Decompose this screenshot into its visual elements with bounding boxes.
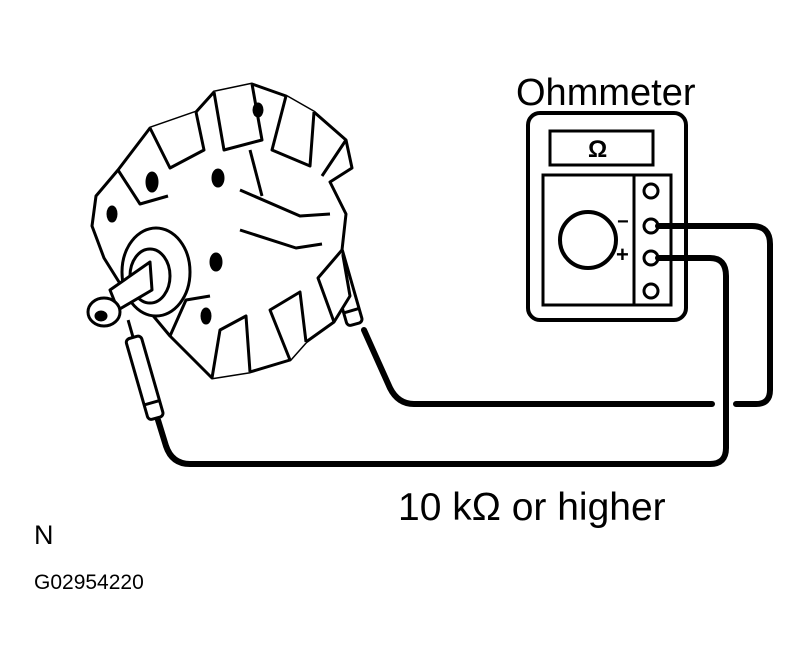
ohmmeter [526, 111, 688, 322]
figure-letter: N [34, 520, 54, 550]
rotor-claw-2 [212, 83, 264, 152]
rotor-slot-3 [209, 252, 223, 272]
terminal-minus-label: − [617, 211, 629, 233]
test-leads [155, 223, 773, 467]
ohmmeter-case [526, 111, 688, 322]
ohmmeter-display-symbol: Ω [588, 136, 608, 163]
lead-minus-outer [655, 223, 773, 407]
ohmmeter-dial [558, 210, 618, 270]
rotor-claw-5 [116, 169, 169, 206]
terminal-plus-label: + [616, 242, 629, 267]
rotor-slot-1 [145, 171, 159, 193]
rotor-claw-1 [148, 111, 206, 170]
slip-ring-bore [94, 310, 108, 322]
rotor-slot-5 [252, 102, 264, 118]
rotor-claw-6 [210, 314, 252, 379]
rotor-claw-3 [270, 95, 316, 168]
rotor-claw-8 [316, 249, 344, 323]
rotor-winding-line-2 [239, 228, 323, 250]
ohmmeter-jack-1 [642, 182, 660, 200]
alternator-rotor [86, 82, 354, 380]
rotor-slot-4 [200, 307, 212, 325]
rotor-claw-4 [320, 139, 348, 177]
ohmmeter-jack-4 [642, 282, 660, 300]
figure-code: G02954220 [34, 571, 144, 594]
lead-minus-to-rotor [361, 327, 715, 407]
rotor-slot-6 [106, 205, 118, 223]
probe-slip-ring [124, 319, 165, 421]
resistance-spec-label: 10 kΩ or higher [398, 486, 666, 529]
rotor-winding-line-1 [239, 188, 331, 218]
rotor-claw-7 [268, 290, 308, 361]
lead-plus [155, 255, 729, 467]
ohmmeter-panel [541, 173, 673, 307]
ohmmeter-display-window [548, 129, 655, 167]
rotor-claw-9 [168, 294, 211, 337]
rotor-slot-2 [211, 168, 225, 188]
ohmmeter-label: Ohmmeter [516, 72, 696, 114]
rotor-winding-line-3 [248, 149, 264, 197]
